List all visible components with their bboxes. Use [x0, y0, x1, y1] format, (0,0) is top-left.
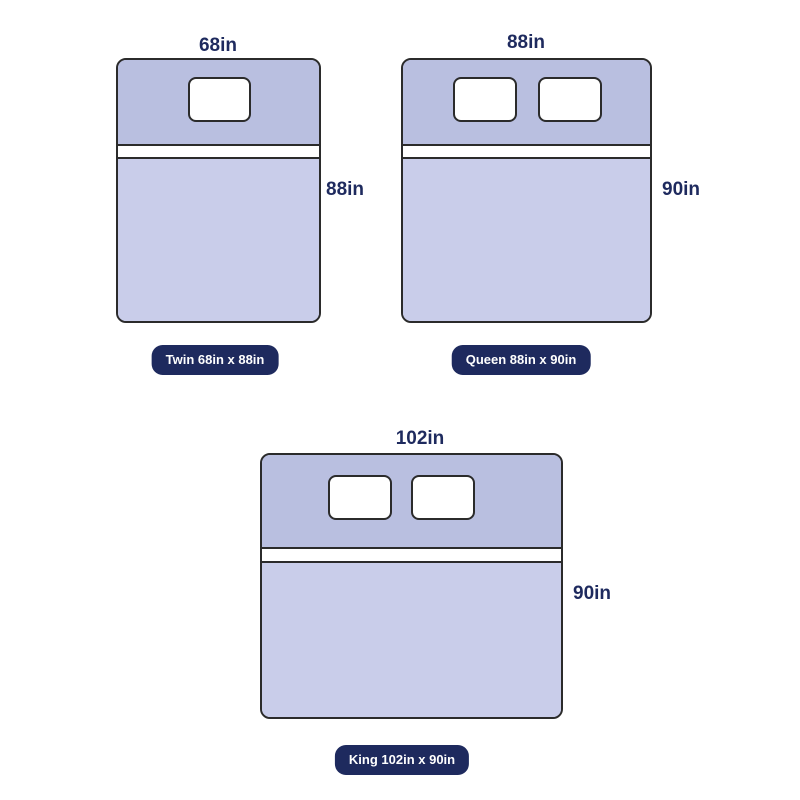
- queen-bottom-sheet: [403, 159, 650, 321]
- queen-size-badge: Queen 88in x 90in: [451, 345, 591, 375]
- king-size-badge: King 102in x 90in: [334, 745, 470, 775]
- queen-width-label: 88in: [506, 32, 546, 53]
- king-sheet-fold: [262, 547, 561, 563]
- king-bed-illustration: [260, 453, 563, 719]
- twin-size-badge: Twin 68in x 88in: [151, 345, 279, 375]
- queen-sheet-fold: [403, 144, 650, 159]
- twin-bottom-sheet: [118, 159, 319, 321]
- queen-pillow-right: [538, 77, 602, 122]
- queen-length-label: 90in: [662, 179, 701, 200]
- twin-width-label: 68in: [198, 35, 238, 56]
- twin-bed-illustration: [116, 58, 321, 323]
- twin-sheet-fold: [118, 144, 319, 159]
- king-pillow-left: [328, 475, 392, 520]
- queen-pillow-left: [453, 77, 517, 122]
- queen-top-sheet: [403, 60, 650, 144]
- queen-bed-illustration: [401, 58, 652, 323]
- twin-length-label: 88in: [326, 179, 365, 200]
- twin-pillow: [188, 77, 251, 122]
- king-pillow-right: [411, 475, 475, 520]
- king-width-label: 102in: [395, 428, 445, 449]
- king-bottom-sheet: [262, 563, 561, 717]
- king-length-label: 90in: [573, 583, 612, 604]
